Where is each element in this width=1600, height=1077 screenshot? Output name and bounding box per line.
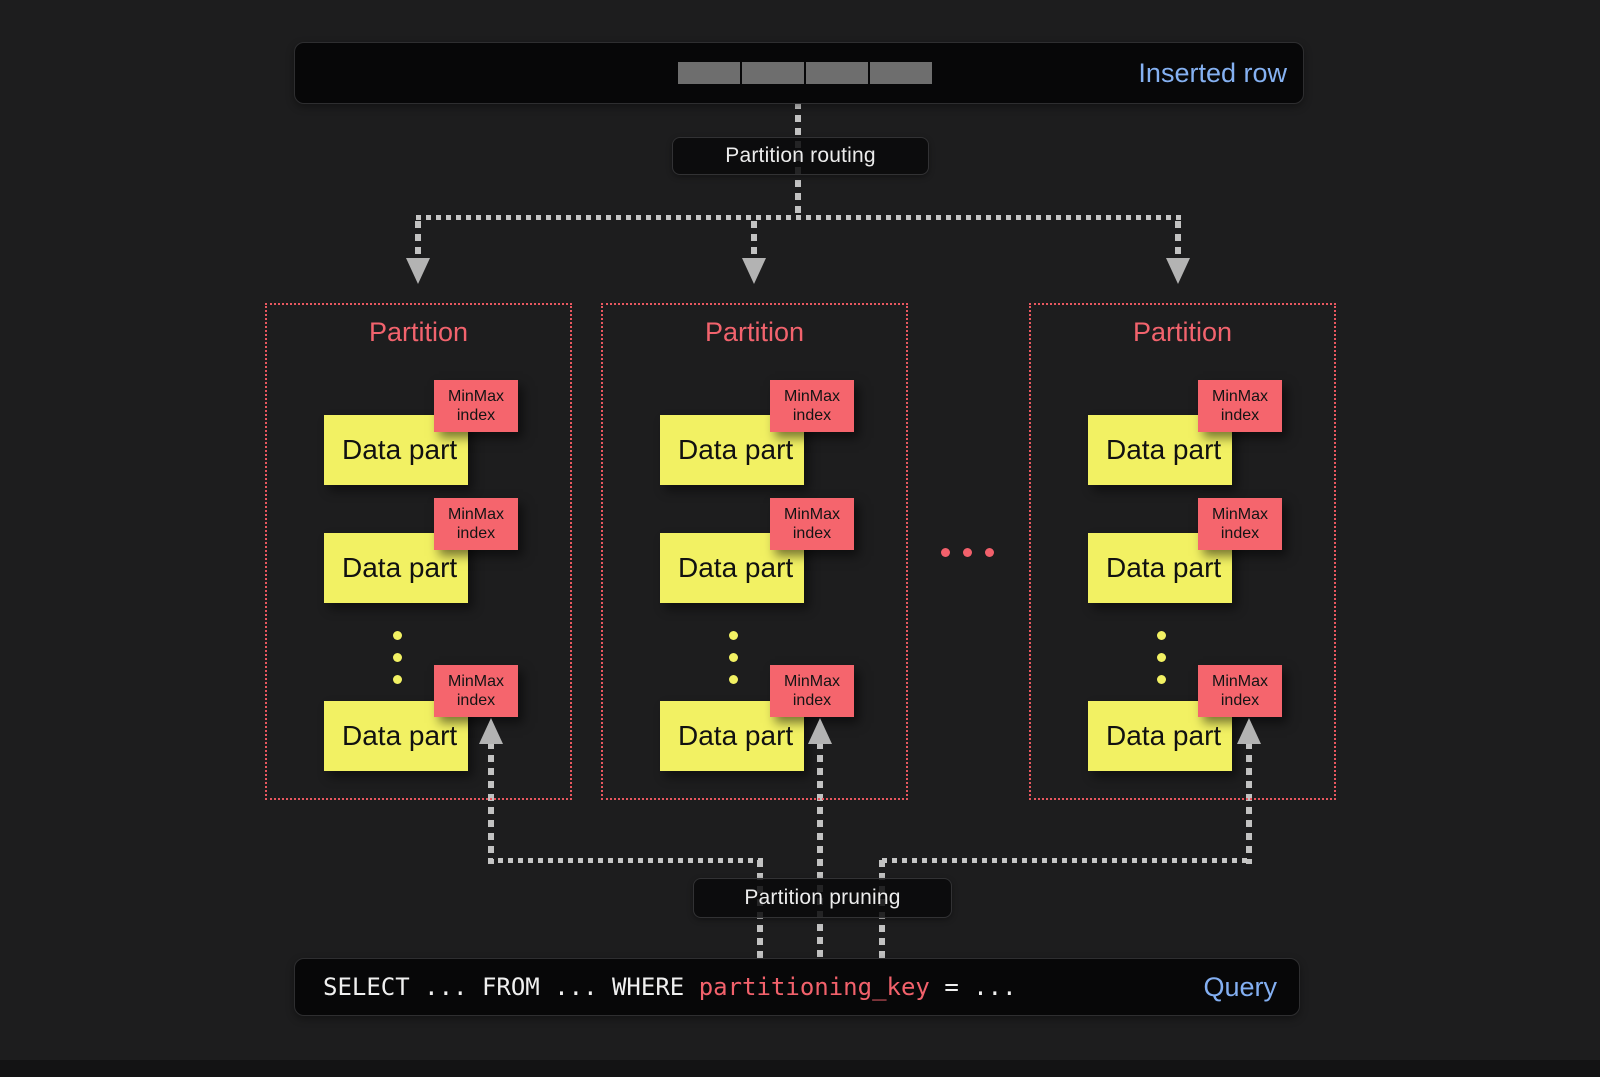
sql-text: SELECT ... FROM ... WHERE partitioning_k… (295, 973, 1017, 1001)
more-parts-ellipsis (1157, 631, 1166, 684)
inserted-row-box: Inserted row (294, 42, 1304, 104)
minmax-index-tag: MinMax index (770, 380, 854, 432)
routing-drop-left (415, 221, 421, 261)
pruning-branch-left (488, 858, 764, 863)
partition-routing-label: Partition routing (725, 144, 876, 167)
arrow-down-icon (406, 258, 430, 284)
partition-box-3: Partition MinMax index Data part MinMax … (1029, 303, 1336, 800)
minmax-index-tag: MinMax index (1198, 498, 1282, 550)
pruning-branch-right (882, 858, 1252, 863)
row-segment-cell (742, 62, 804, 84)
minmax-index-tag: MinMax index (434, 380, 518, 432)
arrow-down-icon (742, 258, 766, 284)
pruning-line-right (1246, 742, 1252, 864)
query-label: Query (1203, 971, 1277, 1002)
partition-title: Partition (368, 317, 469, 347)
bottom-strip (0, 1060, 1600, 1077)
data-part-box: Data part (1088, 415, 1232, 485)
partition-box-1: Partition MinMax index Data part MinMax … (265, 303, 572, 800)
minmax-index-tag: MinMax index (1198, 380, 1282, 432)
pruning-line-left (488, 742, 494, 864)
more-parts-ellipsis (729, 631, 738, 684)
more-parts-ellipsis (393, 631, 402, 684)
partition-title: Partition (1132, 317, 1233, 347)
row-segment-cell (870, 62, 932, 84)
row-segments (678, 62, 932, 84)
routing-drop-right (1175, 221, 1181, 261)
arrow-down-icon (1166, 258, 1190, 284)
partition-pruning-label: Partition pruning (744, 886, 901, 909)
minmax-index-tag: MinMax index (770, 665, 854, 717)
partition-pruning-chip: Partition pruning (693, 878, 952, 918)
routing-drop-center (751, 221, 757, 261)
routing-branch-line (416, 215, 1182, 220)
inserted-row-label: Inserted row (1138, 58, 1287, 88)
query-box: SELECT ... FROM ... WHERE partitioning_k… (294, 958, 1300, 1016)
partition-routing-chip: Partition routing (672, 137, 929, 175)
minmax-index-tag: MinMax index (770, 498, 854, 550)
arrow-up-icon (479, 718, 503, 744)
arrow-up-icon (1237, 718, 1261, 744)
row-segment-cell (678, 62, 740, 84)
row-segment-cell (806, 62, 868, 84)
partition-title: Partition (704, 317, 805, 347)
sql-before: SELECT ... FROM ... WHERE (323, 973, 699, 1001)
more-partitions-ellipsis (941, 548, 994, 557)
data-part-box: Data part (324, 701, 468, 771)
partition-box-2: Partition MinMax index Data part MinMax … (601, 303, 908, 800)
sql-partitioning-key: partitioning_key (698, 973, 930, 1001)
arrow-up-icon (808, 718, 832, 744)
pruning-line-center (817, 742, 823, 958)
minmax-index-tag: MinMax index (434, 498, 518, 550)
minmax-index-tag: MinMax index (434, 665, 518, 717)
sql-after: = ... (929, 973, 1017, 1001)
minmax-index-tag: MinMax index (1198, 665, 1282, 717)
